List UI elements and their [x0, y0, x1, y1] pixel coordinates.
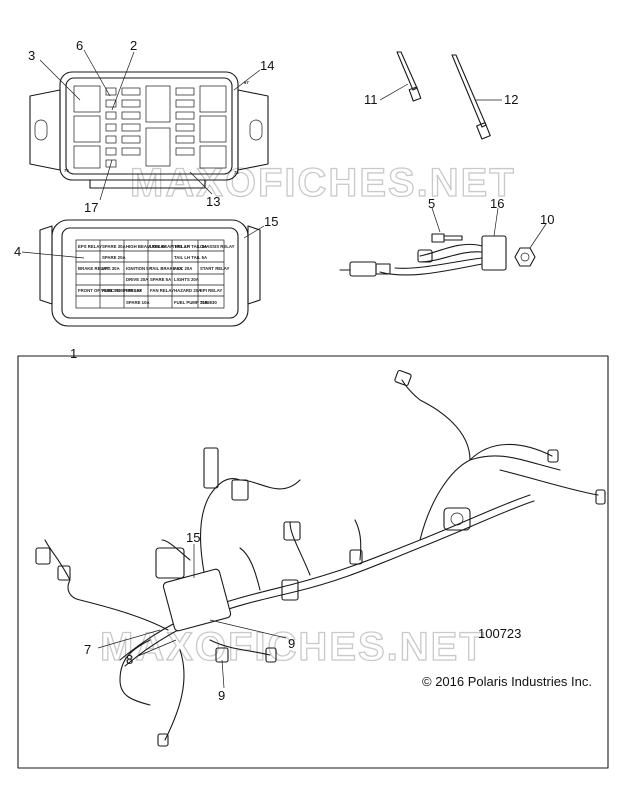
callout-9-lower: 9 [218, 688, 225, 703]
callout-14: 14 [260, 58, 274, 73]
callout-15-harness: 15 [186, 530, 200, 545]
fuse-label-cell: LOW BEAM RELAY [150, 244, 189, 249]
fuse-label-cell: SPARE 5A [150, 277, 171, 282]
diagram-number: 100723 [478, 626, 521, 641]
callout-5: 5 [428, 196, 435, 211]
copyright-notice: © 2016 Polaris Industries Inc. [422, 674, 592, 689]
fuse-label-cell: ACC 20A [174, 266, 192, 271]
callout-1: 1 [70, 346, 77, 361]
callout-16: 16 [490, 196, 504, 211]
callout-7: 7 [84, 642, 91, 657]
fuse-box-cover: EPS RELAY SPARE 30A HIGH BEAM RELAY LOW … [39, 219, 261, 327]
callout-12: 12 [504, 92, 518, 107]
fuse-label-cell: SPARE 30A [102, 244, 126, 249]
fuse-label-grid: EPS RELAY SPARE 30A HIGH BEAM RELAY LOW … [78, 244, 235, 305]
callout-11: 11 [364, 92, 378, 107]
callout-17: 17 [84, 200, 98, 215]
fuse-label-cell: EPS RELAY [78, 244, 102, 249]
fuse-label-cell: IGNITION 5A [126, 266, 152, 271]
fusebox-mark-right: 67 [244, 80, 249, 85]
fusebox-mark-bottom: 72 [234, 170, 239, 175]
harness-fuse-box [162, 568, 232, 632]
fuse-label-cell: START RELAY [200, 266, 229, 271]
fuse-label-cell: CHASSIS RELAY [200, 244, 235, 249]
fuse-label-cell: TAIL LH TAIL 5A [174, 255, 207, 260]
callout-3: 3 [28, 48, 35, 63]
callout-10: 10 [540, 212, 554, 227]
harness-frame [17, 355, 609, 769]
fuse-label-cell: EPS 30A [102, 266, 120, 271]
fuse-label-cell: FUEL PUMP RELAY [102, 288, 142, 293]
fuse-label-cell: EPI 10A [126, 288, 142, 293]
fuse-box-base: 75 67 72 [29, 71, 269, 189]
fuse-label-cell: EPI RELAY [200, 288, 222, 293]
connector-sub-harness [339, 235, 507, 277]
fuse-label-cell: DRIVE 20A [126, 277, 148, 282]
callout-4: 4 [14, 244, 21, 259]
leader-lines [21, 49, 547, 689]
fuse-label-cell: LIGHTS 20A [174, 277, 199, 282]
cable-tie-long [451, 54, 491, 140]
callout-9-right: 9 [288, 636, 295, 651]
callout-6: 6 [76, 38, 83, 53]
fuse-label-cell: SPARE 20A [102, 255, 126, 260]
fusebox-mark-left: 75 [64, 168, 69, 173]
callout-8: 8 [126, 652, 133, 667]
fuse-label-cell: FAN RELAY [150, 288, 174, 293]
fuse-label-cell: HIGH BEAM RELAY [126, 244, 166, 249]
fuse-label-cell: TAIL BRAKE 5A [150, 266, 182, 271]
fuse-label-cell: FRONT OF VEHICLE [78, 288, 120, 293]
callout-2: 2 [130, 38, 137, 53]
fuse-label-cell: SPARE 10A [126, 300, 150, 305]
watermark-top: MAXOFICHES.NET [130, 161, 516, 205]
nut [514, 247, 536, 267]
fuse-label-cell: BRAKE RELAY [78, 266, 109, 271]
fuse-label-cell: 7185830 [200, 300, 217, 305]
main-wiring-harness [35, 369, 606, 747]
fuse-label-cell: TAIL LH TAIL 5A [174, 244, 207, 249]
callout-13: 13 [206, 194, 220, 209]
cable-tie-short [396, 51, 422, 102]
fuse-label-cell: HAZARD 20A [174, 288, 201, 293]
callout-15: 15 [264, 214, 278, 229]
watermark-bottom: MAXOFICHES.NET [100, 625, 486, 669]
fuse-label-cell: FUEL PUMP 10A [174, 300, 208, 305]
callout-numbers: 3 6 2 14 17 13 4 15 11 12 5 16 10 1 15 7… [14, 38, 554, 703]
bolt [431, 233, 463, 243]
